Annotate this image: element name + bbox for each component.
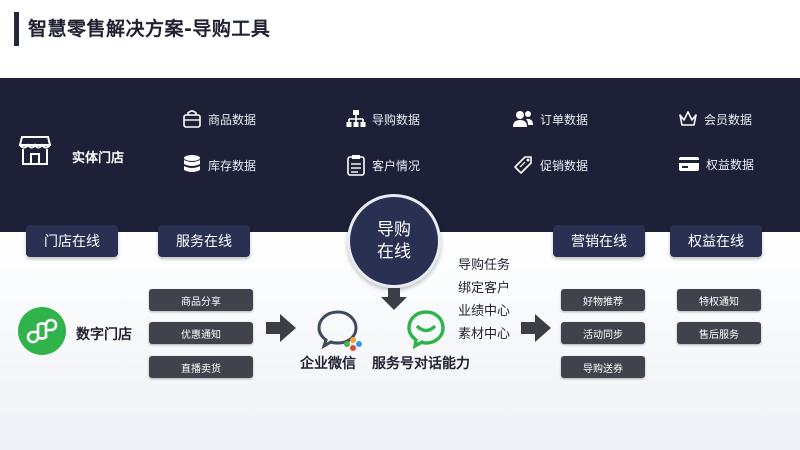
marketing-button-coupon: 导购送券 [561,356,645,378]
guide-task-item: 导购任务 [458,258,511,273]
guide-task-list: 导购任务 绑定客户 业绩中心 素材中心 [458,254,510,346]
data-item-label: 导购数据 [372,112,421,127]
right-arrow-icon [266,314,296,342]
marketing-button-recommend: 好物推荐 [561,289,645,311]
data-item-label: 促销数据 [540,158,589,173]
service-button-live-sales: 直播卖货 [149,356,253,378]
rights-button-after-sales: 售后服务 [677,322,761,344]
right-arrow-icon [521,314,551,342]
marketing-online-pill: 营销在线 [553,225,645,257]
store-online-pill: 门店在线 [26,225,118,257]
data-item-label: 订单数据 [540,112,589,127]
store-icon [18,136,52,165]
bag-icon [183,110,201,128]
guide-task-item: 业绩中心 [458,304,511,319]
service-button-coupon-notice: 优惠通知 [149,322,253,344]
guide-task-item: 绑定客户 [458,281,511,296]
service-dialog-label: 服务号对话能力 [372,356,470,372]
chat-bubble-icon [407,310,445,349]
data-item-stock: 库存数据 [182,154,256,176]
data-item-rights: 权益数据 [678,154,754,174]
wecom-icon [317,310,362,351]
service-button-share: 商品分享 [149,289,253,311]
org-chart-icon [346,110,366,127]
data-item-members: 会员数据 [678,109,752,129]
data-item-promotions: 促销数据 [512,154,588,176]
guide-online-line1: 导购 [377,220,411,240]
data-item-label: 商品数据 [208,112,257,127]
wecom-label: 企业微信 [300,356,356,372]
data-item-goods: 商品数据 [182,109,256,129]
mini-program-icon [18,307,66,355]
data-item-label: 会员数据 [704,112,753,127]
data-item-guide: 导购数据 [346,109,420,129]
data-item-customers: 客户情况 [346,154,420,176]
tag-icon [514,156,532,174]
card-icon [679,157,699,171]
users-icon [513,111,533,127]
service-online-pill: 服务在线 [158,225,250,257]
title-accent-bar [14,12,19,46]
data-item-label: 客户情况 [372,158,421,173]
crown-icon [679,111,697,126]
rights-button-privilege: 特权通知 [677,289,761,311]
guide-online-line2: 在线 [377,242,411,262]
store-label: 实体门店 [72,151,125,166]
digital-store-label: 数字门店 [76,327,132,343]
rights-online-pill: 权益在线 [670,225,762,257]
data-item-label: 权益数据 [706,157,755,172]
data-item-orders: 订单数据 [512,109,588,129]
marketing-button-sync: 活动同步 [561,322,645,344]
down-arrow-icon [381,288,407,310]
data-item-label: 库存数据 [208,158,257,173]
database-icon [184,155,200,172]
clipboard-icon [347,155,365,176]
page-title: 智慧零售解决方案-导购工具 [28,18,271,40]
guide-task-item: 素材中心 [458,327,511,342]
guide-online-circle: 导购 在线 [347,194,441,288]
